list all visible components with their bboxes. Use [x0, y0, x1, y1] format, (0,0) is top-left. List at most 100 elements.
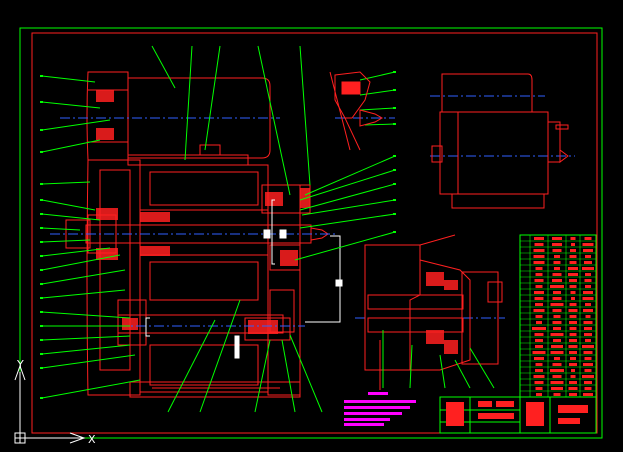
parts-list-entry-mark	[583, 291, 593, 294]
parts-list-entry-mark	[569, 363, 577, 366]
parts-list-entry-mark	[535, 363, 543, 366]
parts-list-entry-mark	[534, 291, 544, 294]
parts-list-entry-mark	[570, 237, 576, 240]
parts-list-entry-mark	[534, 381, 544, 384]
parts-list-entry-mark	[552, 243, 562, 246]
ucs-x-label: X	[88, 433, 96, 446]
parts-list-entry-mark	[550, 369, 564, 372]
parts-list-entry-mark	[551, 387, 563, 390]
parts-list-entry-mark	[534, 357, 544, 360]
parts-list-entry-mark	[583, 363, 593, 366]
parts-list-entry-mark	[569, 339, 577, 342]
parts-list-entry-mark	[552, 273, 562, 276]
parts-list-entry-mark	[570, 249, 576, 252]
parts-list-entry-mark	[535, 339, 543, 342]
center-lines	[50, 95, 575, 327]
parts-list-entry-mark	[553, 261, 561, 264]
parts-list-entry-mark	[552, 375, 562, 378]
parts-list-entry-mark	[553, 393, 561, 396]
parts-list-entry-mark	[534, 297, 544, 300]
parts-list-entry-mark	[569, 279, 577, 282]
detail-view-top	[329, 71, 384, 151]
parts-list-entry-mark	[584, 333, 592, 336]
parts-list-entry-mark	[550, 351, 564, 354]
parts-list-entry-mark	[570, 291, 576, 294]
parts-list-entry-mark	[583, 309, 593, 312]
parts-list-entry-mark	[552, 363, 562, 366]
parts-list-entry-mark	[553, 315, 561, 318]
parts-list-entry-mark	[585, 273, 591, 276]
parts-list-entry-mark	[554, 267, 560, 270]
parts-list-entry-mark	[532, 351, 546, 354]
title-block	[439, 396, 597, 434]
parts-list-entry-mark	[585, 303, 591, 306]
parts-list-entry-mark	[569, 333, 577, 336]
parts-list-entry-mark	[568, 387, 578, 390]
ucs-y-label: Y	[16, 358, 24, 371]
parts-list-entry-mark	[552, 237, 562, 240]
parts-list-entry-mark	[569, 285, 577, 288]
parts-list-entry-mark	[552, 297, 562, 300]
parts-list-entry-mark	[571, 369, 575, 372]
parts-list-entry-mark	[550, 381, 564, 384]
parts-list-entry-mark	[533, 249, 545, 252]
parts-list-entry-mark	[534, 279, 544, 282]
parts-list-entry-mark	[535, 273, 543, 276]
leader-lines	[41, 45, 396, 413]
parts-list-entry-mark	[569, 321, 577, 324]
parts-list-entry-mark	[535, 303, 543, 306]
parts-list-entry-mark	[569, 327, 577, 330]
parts-list-entry-mark	[584, 279, 592, 282]
parts-list-entry-mark	[535, 315, 543, 318]
parts-list-entry-mark	[550, 303, 564, 306]
parts-list-entry-mark	[571, 297, 575, 300]
parts-list-entry-mark	[533, 309, 545, 312]
parts-list-entry-mark	[552, 321, 562, 324]
parts-list-entry-mark	[582, 375, 594, 378]
parts-list-entry-mark	[585, 255, 591, 258]
parts-list-entry-mark	[571, 243, 575, 246]
parts-list-entry-mark	[533, 255, 545, 258]
parts-list-entry-mark	[550, 285, 564, 288]
outer-border	[19, 27, 603, 439]
parts-list-entry-mark	[554, 255, 560, 258]
parts-list-entry-mark	[553, 291, 561, 294]
parts-list-entry-mark	[534, 333, 544, 336]
parts-list-entry-mark	[569, 303, 577, 306]
parts-list-entry-mark	[569, 261, 577, 264]
parts-list-entry-mark	[569, 255, 577, 258]
parts-list-entry-mark	[536, 321, 542, 324]
parts-list-table	[519, 234, 597, 398]
parts-list-entry-mark	[583, 321, 593, 324]
parts-list-entry-mark	[535, 267, 543, 270]
parts-list-entry-mark	[552, 249, 562, 252]
parts-list-entry-mark	[585, 315, 591, 318]
parts-list-entry-mark	[584, 357, 592, 360]
parts-list-entry-mark	[553, 327, 561, 330]
parts-list-entry-mark	[536, 393, 542, 396]
parts-list-entry-mark	[553, 339, 561, 342]
parts-list-entry-mark	[568, 273, 578, 276]
parts-list-entry-mark	[585, 339, 591, 342]
parts-list-entry-mark	[535, 345, 543, 348]
parts-list-entry-mark	[585, 285, 591, 288]
parts-list-entry-mark	[584, 327, 592, 330]
parts-list-entry-mark	[552, 309, 562, 312]
dimension-lines	[145, 199, 343, 359]
inner-border	[31, 32, 598, 434]
parts-list-entry-mark	[568, 345, 578, 348]
parts-list-entry-mark	[570, 375, 576, 378]
ucs-axis-icon	[14, 364, 86, 444]
parts-list-entry-mark	[569, 393, 577, 396]
parts-list-entry-mark	[570, 357, 576, 360]
parts-list-entry-mark	[533, 375, 545, 378]
parts-list-entry-mark	[534, 243, 544, 246]
side-view	[431, 73, 569, 209]
parts-list-entry-mark	[550, 333, 564, 336]
parts-list-entry-mark	[583, 393, 593, 396]
parts-list-entry-mark	[534, 237, 544, 240]
parts-list-entry-mark	[583, 249, 593, 252]
parts-list-entry-mark	[582, 267, 594, 270]
